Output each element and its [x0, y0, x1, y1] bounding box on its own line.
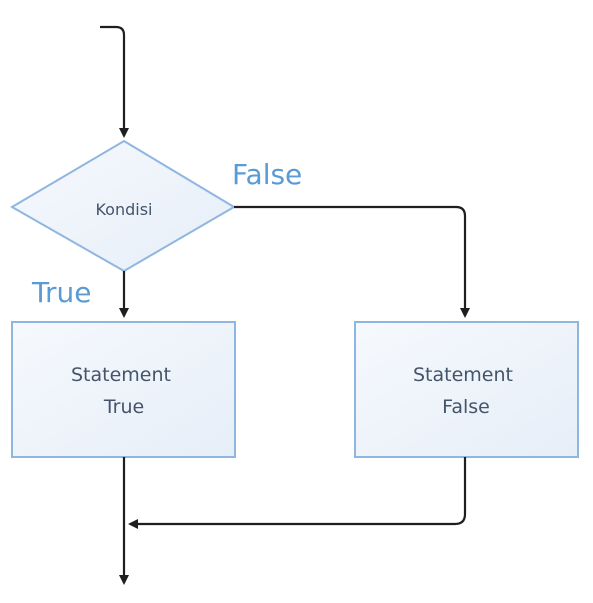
statement-true-box	[11, 321, 236, 458]
false-branch-label: False	[232, 158, 302, 191]
decision-label: Kondisi	[95, 200, 152, 219]
statement-false-label: Statement False	[413, 364, 519, 418]
statement-true-line2: True	[103, 396, 144, 418]
false-merge-arrow	[128, 457, 467, 529]
statement-true-line1: Statement	[71, 364, 171, 386]
statement-false-line2: False	[442, 396, 490, 418]
statement-false-box	[354, 321, 579, 458]
statement-false-line1: Statement	[413, 364, 513, 386]
false-branch-arrow	[234, 205, 470, 318]
true-branch-label: True	[31, 276, 91, 309]
entry-arrow	[100, 25, 129, 138]
statement-true-label: Statement True	[71, 364, 177, 418]
